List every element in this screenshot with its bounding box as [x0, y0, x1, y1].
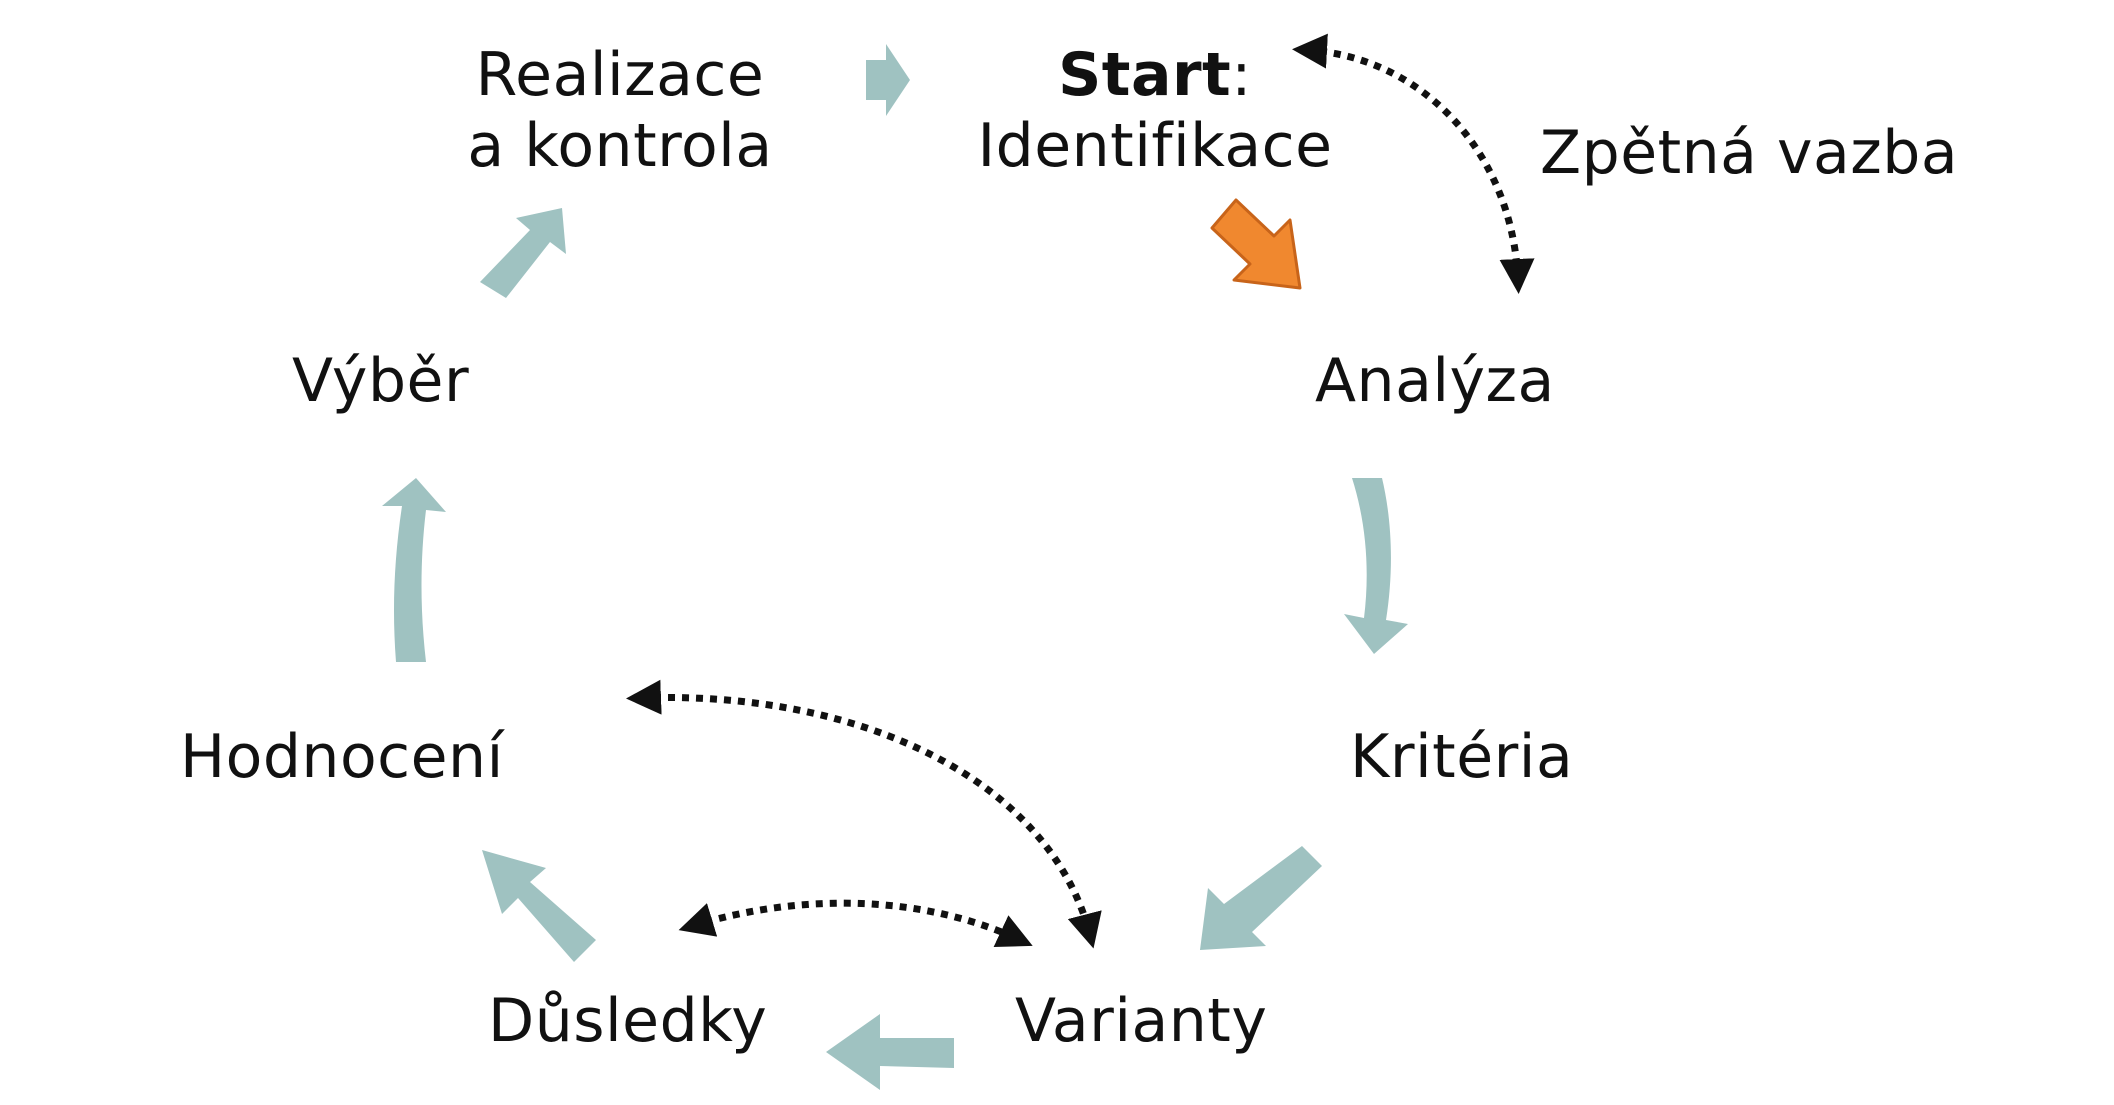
- node-start-line1: Start:: [945, 40, 1365, 111]
- cycle-arrow-kriteria-to-varianty: [1200, 846, 1322, 950]
- node-varianty: Varianty: [1015, 986, 1268, 1056]
- curved-block-arrow-icon: [826, 1014, 954, 1090]
- curved-block-arrow-icon: [482, 850, 596, 962]
- node-start-line2: Identifikace: [977, 110, 1333, 181]
- curved-block-arrow-icon: [866, 44, 910, 116]
- cycle-arrow-vyber-to-realizace: [480, 208, 566, 298]
- cycle-arrow-hodnoceni-to-vyber: [382, 478, 446, 662]
- curved-block-arrow-icon: [1344, 478, 1408, 654]
- node-start-identifikace: Start: Identifikace: [945, 40, 1365, 182]
- node-hodnoceni: Hodnocení: [180, 722, 504, 792]
- feedback-arrow-varianty-hodnoceni: [626, 679, 1102, 949]
- orange-diagonal-arrow-icon: [1210, 198, 1302, 290]
- cycle-arrow-dusledky-to-hodnoceni: [482, 850, 596, 962]
- node-vyber: Výběr: [292, 346, 470, 416]
- node-start-colon: :: [1231, 40, 1252, 110]
- start-arrow: [1210, 198, 1302, 290]
- feedback-label: Zpětná vazba: [1540, 118, 1959, 188]
- cycle-arrow-varianty-to-dusledky: [826, 1014, 954, 1090]
- cycle-arrow-analyza-to-kriteria: [1344, 478, 1408, 654]
- node-realizace-line1: Realizace: [475, 40, 765, 110]
- curved-block-arrow-icon: [382, 478, 446, 662]
- node-dusledky: Důsledky: [488, 986, 768, 1056]
- curved-block-arrow-icon: [480, 208, 566, 298]
- node-realizace-a-kontrola: Realizace a kontrola: [460, 40, 780, 182]
- feedback-arrow-start-analyza: [1292, 33, 1535, 294]
- node-kriteria: Kritéria: [1350, 722, 1574, 792]
- node-realizace-line2: a kontrola: [467, 110, 773, 181]
- curved-block-arrow-icon: [1200, 846, 1322, 950]
- node-analyza: Analýza: [1315, 346, 1555, 416]
- cycle-arrow-realizace-to-start: [866, 44, 910, 116]
- feedback-arrow-varianty-dusledky: [678, 899, 1033, 947]
- node-start-label: Start: [1058, 40, 1232, 110]
